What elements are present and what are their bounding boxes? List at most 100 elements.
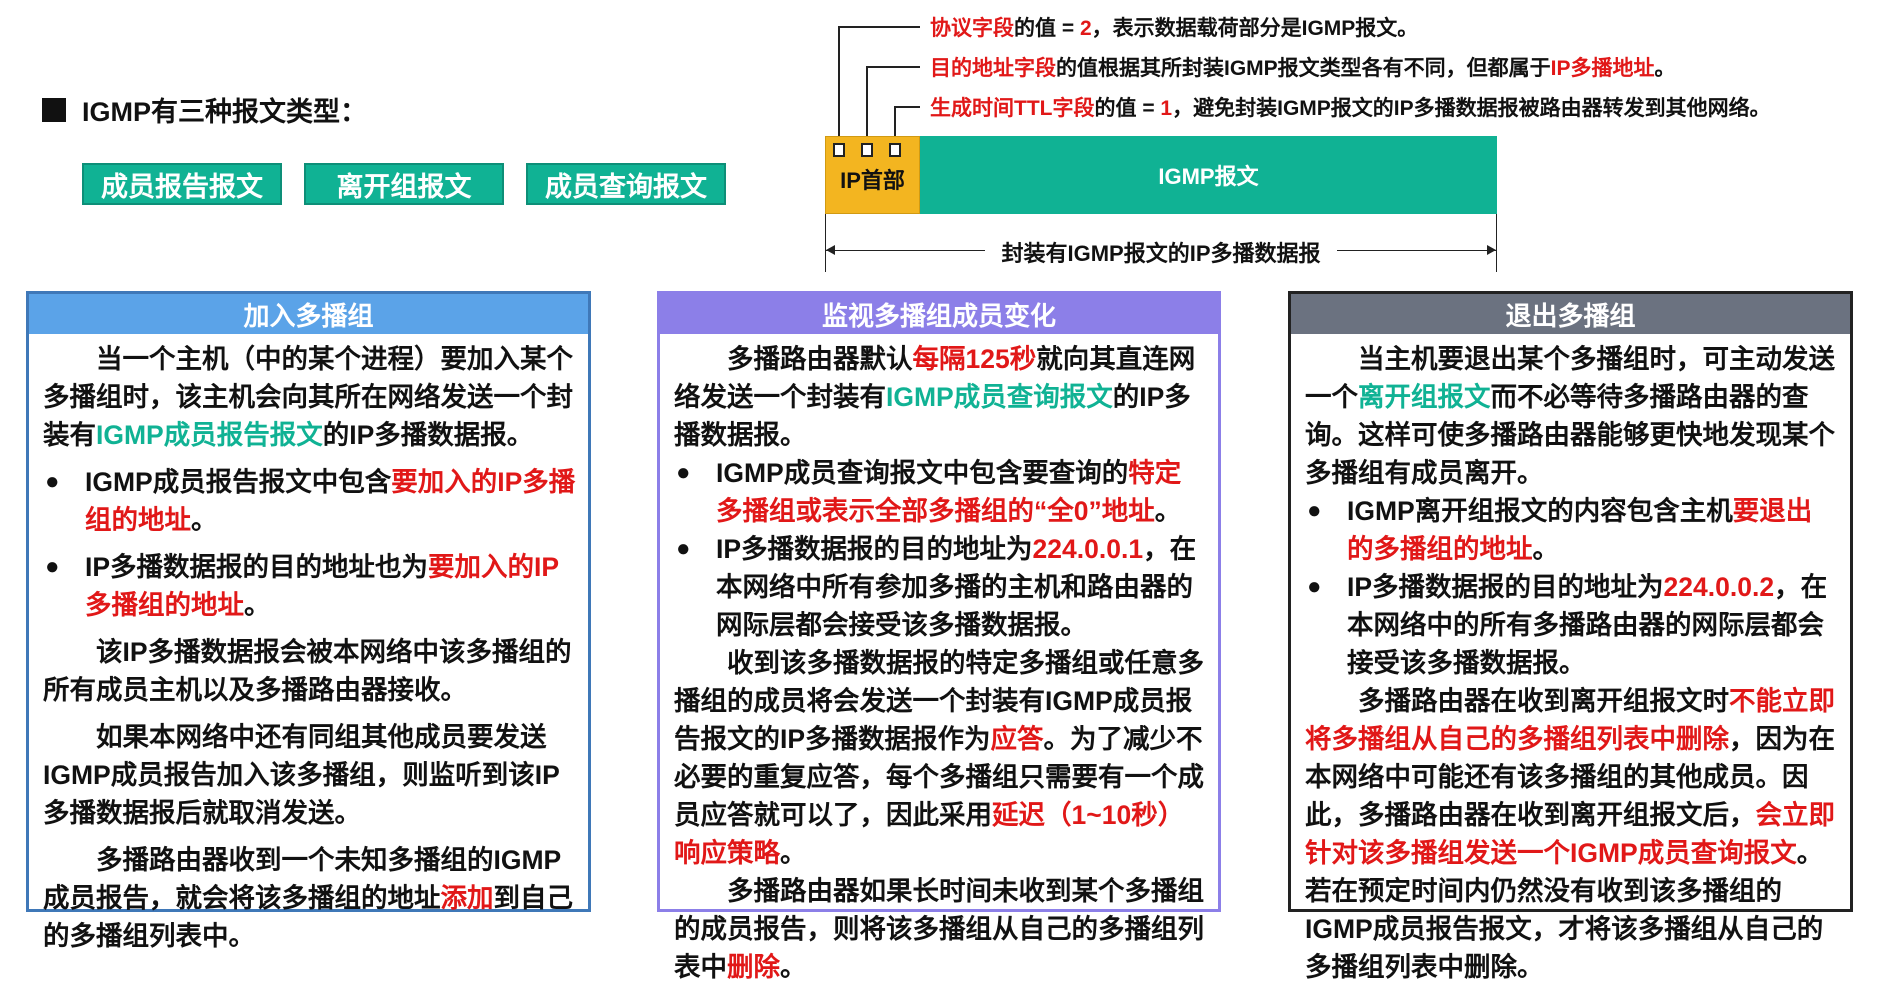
- panel-body: 当一个主机（中的某个进程）要加入某个多播组时，该主机会向其所在网络发送一个封装有…: [29, 334, 588, 955]
- text-segment: 。: [1532, 534, 1560, 564]
- highlight-red-text: 每隔125秒: [912, 344, 1037, 374]
- paragraph: 收到该多播数据报的特定多播组或任意多播组的成员将会发送一个封装有IGMP成员报告…: [674, 644, 1206, 872]
- text-segment: 。: [244, 590, 271, 620]
- highlight-red-text: 特定多播组或表示全部多播组的“全0”地址: [716, 458, 1182, 526]
- leader-line-ttl-h: [894, 106, 920, 108]
- leader-line-dest-h: [866, 66, 920, 68]
- panel-body: 多播路由器默认每隔125秒就向其直连网络发送一个封装有IGMP成员查询报文的IP…: [660, 334, 1218, 986]
- bullet-icon: ●: [676, 535, 691, 562]
- leader-line-protocol-h: [838, 26, 920, 28]
- text-segment: 的值 =: [1014, 17, 1080, 40]
- paragraph: 当一个主机（中的某个进程）要加入某个多播组时，该主机会向其所在网络发送一个封装有…: [43, 340, 576, 454]
- arrow-right-icon: [1487, 245, 1496, 255]
- text-segment: IP多播数据报的目的地址也为: [85, 552, 429, 582]
- arrow-left-icon: [826, 245, 835, 255]
- text-segment: 当一个主机（中的某个进程）要加入某个多播组时，该主机会向其所在网络发送一个封装有: [43, 344, 573, 450]
- text-segment: ，避免封装IGMP报文的IP多播数据报被路由器转发到其他网络。: [1172, 97, 1771, 120]
- bullet-item: ●IGMP成员查询报文中包含要查询的特定多播组或表示全部多播组的“全0”地址。: [674, 454, 1206, 530]
- text-segment: 。为了减少不必要的重复应答，每个多播组只需要有一个成员应答就可以了，因此采用: [674, 724, 1204, 830]
- text-segment: IP多播数据报的目的地址为: [716, 534, 1033, 564]
- bullet-icon: ●: [1307, 497, 1322, 524]
- panel-title: 监视多播组成员变化: [660, 294, 1218, 334]
- paragraph: 如果本网络中还有同组其他成员要发送IGMP成员报告加入该多播组，则监听到该IP多…: [43, 718, 576, 832]
- text-segment: 的IP多播数据报。: [322, 420, 534, 450]
- highlight-red-text: 要加入的IP多播组的地址: [85, 552, 560, 620]
- text-segment: 的值 =: [1094, 97, 1161, 120]
- leader-line-protocol: [838, 26, 840, 144]
- igmp-payload-label: IGMP报文: [1158, 164, 1259, 189]
- panel-leave-group: 退出多播组 当主机要退出某个多播组时，可主动发送一个离开组报文而不必等待多播路由…: [1288, 291, 1853, 982]
- datagram-label-text: 封装有IGMP报文的IP多播数据报: [985, 241, 1337, 266]
- message-types-heading: IGMP有三种报文类型：: [42, 90, 367, 129]
- paragraph: 该IP多播数据报会被本网络中该多播组的所有成员主机以及多播路由器接收。: [43, 633, 576, 709]
- highlight-red-text: 2: [1079, 17, 1092, 40]
- highlight-red-text: 应答: [990, 724, 1044, 754]
- highlight-red-text: 要加入的IP多播组的地址: [85, 467, 576, 535]
- text-segment: 的IP多播数据报。: [674, 382, 1191, 450]
- highlight-green-text: IGMP成员报告报文: [96, 420, 323, 450]
- destination-field-box: [861, 143, 873, 157]
- highlight-red-text: 删除: [727, 952, 780, 982]
- highlight-red-text: 添加: [440, 883, 494, 913]
- text-segment: 就向其直连网络发送一个封装有: [674, 344, 1196, 412]
- highlight-red-text: 要退出的多播组的地址: [1347, 496, 1813, 564]
- panel-join-group: 加入多播组 当一个主机（中的某个进程）要加入某个多播组时，该主机会向其所在网络发…: [26, 291, 591, 951]
- highlight-red-text: 会立即针对该多播组发送一个IGMP成员查询报文: [1305, 800, 1835, 868]
- highlight-red-text: 目的地址字段: [930, 57, 1056, 80]
- protocol-field-box: [833, 143, 845, 157]
- text-segment: 多播路由器默认: [727, 344, 913, 374]
- text-segment: IGMP成员查询报文中包含要查询的: [716, 458, 1129, 488]
- bullet-item: ● IP多播数据报的目的地址也为要加入的IP多播组的地址。: [43, 548, 576, 624]
- panel-title: 退出多播组: [1291, 294, 1850, 334]
- text-segment: 如果本网络中还有同组其他成员要发送IGMP成员报告加入该多播组，则监听到该IP多…: [43, 722, 560, 828]
- text-segment: 而不必等待多播路由器的查询。这样可使多播路由器能够更快地发现某个多播组有成员离开…: [1305, 382, 1835, 488]
- paragraph: 多播路由器默认每隔125秒就向其直连网络发送一个封装有IGMP成员查询报文的IP…: [674, 340, 1206, 454]
- text-segment: 多播路由器如果长时间未收到某个多播组的成员报告，则将该多播组从自己的多播组列表中: [674, 876, 1204, 982]
- heading-text: IGMP有三种报文类型：: [82, 97, 368, 127]
- text-segment: ，在本网络中的所有多播路由器的网际层都会接受该多播数据报。: [1347, 572, 1828, 678]
- type-membership-report: 成员报告报文: [82, 163, 282, 205]
- text-segment: 当主机要退出某个多播组时，可主动发送一个: [1305, 344, 1835, 412]
- paragraph: 当主机要退出某个多播组时，可主动发送一个离开组报文而不必等待多播路由器的查询。这…: [1305, 340, 1838, 492]
- highlight-red-text: IP多播地址: [1550, 57, 1655, 80]
- highlight-red-text: 224.0.0.1: [1032, 534, 1144, 564]
- text-segment: 。: [780, 952, 807, 982]
- span-tick-right: [1496, 214, 1497, 272]
- highlight-red-text: 1: [1160, 97, 1173, 120]
- panel-body: 当主机要退出某个多播组时，可主动发送一个离开组报文而不必等待多播路由器的查询。这…: [1291, 334, 1850, 986]
- type-membership-query: 成员查询报文: [526, 163, 726, 205]
- highlight-red-text: 生成时间TTL字段: [930, 97, 1095, 120]
- highlight-green-text: 离开组报文: [1358, 382, 1491, 412]
- panel-title: 加入多播组: [29, 294, 588, 334]
- panel-monitor-membership: 监视多播组成员变化 多播路由器默认每隔125秒就向其直连网络发送一个封装有IGM…: [657, 291, 1221, 982]
- highlight-red-text: 延迟（1~10秒）响应策略: [674, 800, 1185, 868]
- text-segment: IGMP成员报告报文中包含: [85, 467, 392, 497]
- text-segment: ，表示数据载荷部分是IGMP报文。: [1091, 17, 1419, 40]
- highlight-red-text: 不能立即将多播组从自己的多播组列表中删除: [1305, 686, 1835, 754]
- ttl-field-box: [889, 143, 901, 157]
- highlight-red-text: 协议字段: [930, 17, 1014, 40]
- highlight-red-text: 224.0.0.2: [1663, 572, 1775, 602]
- text-segment: 。: [191, 505, 218, 535]
- text-segment: IGMP离开组报文的内容包含主机: [1347, 496, 1733, 526]
- annotation-protocol: 协议字段的值 = 2，表示数据载荷部分是IGMP报文。: [930, 12, 1418, 42]
- paragraph: 多播路由器如果长时间未收到某个多播组的成员报告，则将该多播组从自己的多播组列表中…: [674, 872, 1206, 986]
- leader-line-ttl: [894, 106, 896, 144]
- bullet-item: ● IP多播数据报的目的地址为224.0.0.1，在本网络中所有参加多播的主机和路…: [674, 530, 1206, 644]
- text-segment: IP多播数据报的目的地址为: [1347, 572, 1664, 602]
- text-segment: ，因为在本网络中可能还有该多播组的其他成员。因此，多播路由器在收到离开组报文后，: [1305, 724, 1835, 830]
- text-segment: 多播路由器收到一个未知多播组的IGMP成员报告，就会将该多播组的地址: [43, 845, 562, 913]
- text-segment: ，在本网络中所有参加多播的主机和路由器的网际层都会接受该多播数据报。: [716, 534, 1197, 640]
- bullet-icon: ●: [45, 553, 60, 580]
- paragraph: 多播路由器在收到离开组报文时不能立即将多播组从自己的多播组列表中删除，因为在本网…: [1305, 682, 1838, 986]
- datagram-label: 封装有IGMP报文的IP多播数据报: [825, 236, 1497, 268]
- bullet-item: ● IGMP离开组报文的内容包含主机要退出的多播组的地址。: [1305, 492, 1838, 568]
- ip-header-label: IP首部: [840, 168, 905, 193]
- bullet-item: ●IGMP成员报告报文中包含要加入的IP多播组的地址。: [43, 463, 576, 539]
- annotation-destination: 目的地址字段的值根据其所封装IGMP报文类型各有不同，但都属于IP多播地址。: [930, 52, 1676, 82]
- bullet-item: ●IP多播数据报的目的地址为224.0.0.2，在本网络中的所有多播路由器的网际…: [1305, 568, 1838, 682]
- text-segment: 收到该多播数据报的特定多播组或任意多播组的成员将会发送一个封装有IGMP成员报告…: [674, 648, 1204, 754]
- text-segment: 多播路由器在收到离开组报文时: [1358, 686, 1729, 716]
- text-segment: 。: [1654, 57, 1676, 80]
- text-segment: 。: [1154, 496, 1182, 526]
